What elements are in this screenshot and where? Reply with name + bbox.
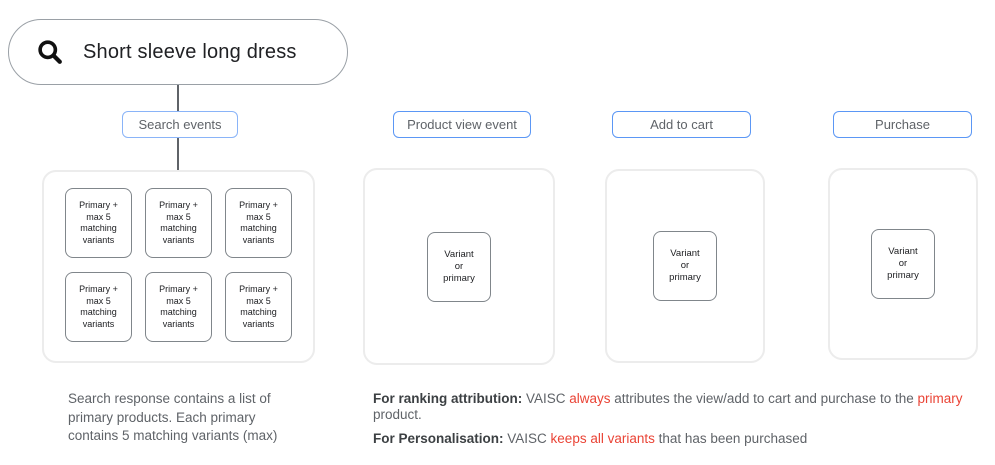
note-segment-normal: that has been purchased [654, 431, 808, 446]
label-add-to-cart: Add to cart [612, 111, 751, 138]
search-icon [35, 37, 65, 67]
variant-or-primary-box: Variant or primary [871, 229, 935, 299]
primary-variants-box: Primary + max 5 matching variants [145, 188, 212, 258]
primary-variants-box: Primary + max 5 matching variants [65, 188, 132, 258]
add-to-cart-container: Variant or primary [605, 169, 765, 363]
note-segment-normal: attributes the view/add to cart and purc… [610, 391, 918, 406]
variant-or-primary-box: Variant or primary [427, 231, 491, 302]
primary-variants-box: Primary + max 5 matching variants [225, 272, 292, 342]
primary-variants-box: Primary + max 5 matching variants [145, 272, 212, 342]
primary-variants-box: Primary + max 5 matching variants [65, 272, 132, 342]
note-segment-red: always [569, 391, 611, 406]
note-segment-normal: product. [373, 407, 422, 422]
search-response-note: Search response contains a list of prima… [68, 391, 278, 443]
label-product-view-event: Product view event [393, 111, 531, 138]
note-segment-red: primary [917, 391, 963, 406]
variant-or-primary-box: Variant or primary [653, 231, 717, 301]
note-segment-normal: VAISC [503, 431, 551, 446]
purchase-container: Variant or primary [828, 168, 978, 360]
attribution-note-line: For Personalisation: VAISC keeps all var… [373, 431, 993, 447]
label-purchase: Purchase [833, 111, 972, 138]
search-input[interactable]: Short sleeve long dress [8, 19, 348, 85]
search-query-text: Short sleeve long dress [83, 40, 297, 63]
label-search-events: Search events [122, 111, 238, 138]
product-view-container: Variant or primary [363, 168, 555, 365]
note-segment-bold: For Personalisation: [373, 431, 504, 446]
note-segment-bold: For ranking attribution: [373, 391, 523, 406]
primary-variants-box: Primary + max 5 matching variants [225, 188, 292, 258]
note-segment-red: keeps all variants [550, 431, 655, 446]
attribution-notes: For ranking attribution: VAISC always at… [373, 391, 993, 455]
note-segment-normal: VAISC [522, 391, 570, 406]
attribution-note-line: For ranking attribution: VAISC always at… [373, 391, 993, 423]
